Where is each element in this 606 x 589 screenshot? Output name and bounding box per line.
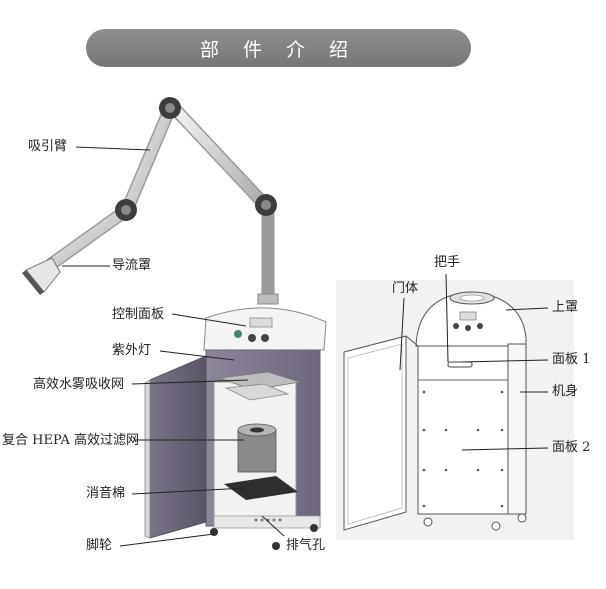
section-title-bar: 部 件 介 绍 [86,29,471,67]
label-silencer-cotton: 消音棉 [86,486,126,501]
section-title: 部 件 介 绍 [199,38,358,61]
suction-arm [46,97,279,305]
label-body: 机身 [552,384,579,399]
right-body-side [507,343,527,515]
label-panel2: 面板 2 [552,440,591,455]
cabinet-top [203,307,327,351]
label-hood: 导流罩 [112,258,152,273]
label-water-mist-net: 高效水雾吸收网 [33,377,125,392]
cabinet-body [205,349,321,529]
control-knob-left [234,330,242,338]
label-arm: 吸引臂 [28,139,68,154]
right-unit [336,280,574,540]
hood [22,257,61,295]
label-top-cover: 上罩 [552,300,579,315]
left-unit [22,97,327,550]
display-screen [249,317,273,328]
label-hepa-filter: 复合 HEPA 高效过滤网 [2,433,140,448]
label-exhaust: 排气孔 [286,538,326,553]
silencer-cotton [224,476,298,500]
label-panel1: 面板 1 [552,352,591,367]
label-caster: 脚轮 [86,538,113,553]
label-handle: 把手 [434,255,461,270]
right-open-door [343,335,407,531]
label-control-panel: 控制面板 [112,307,165,322]
handle-bar [447,361,473,368]
hepa-filter-cylinder [237,429,277,473]
panel-screws [422,390,504,508]
control-knob-right [261,334,269,342]
right-body-front [417,345,509,515]
label-door: 门体 [392,281,419,296]
label-uv-lamp: 紫外灯 [112,343,152,358]
leader-lines [62,146,549,547]
control-knob-mid [248,334,256,342]
